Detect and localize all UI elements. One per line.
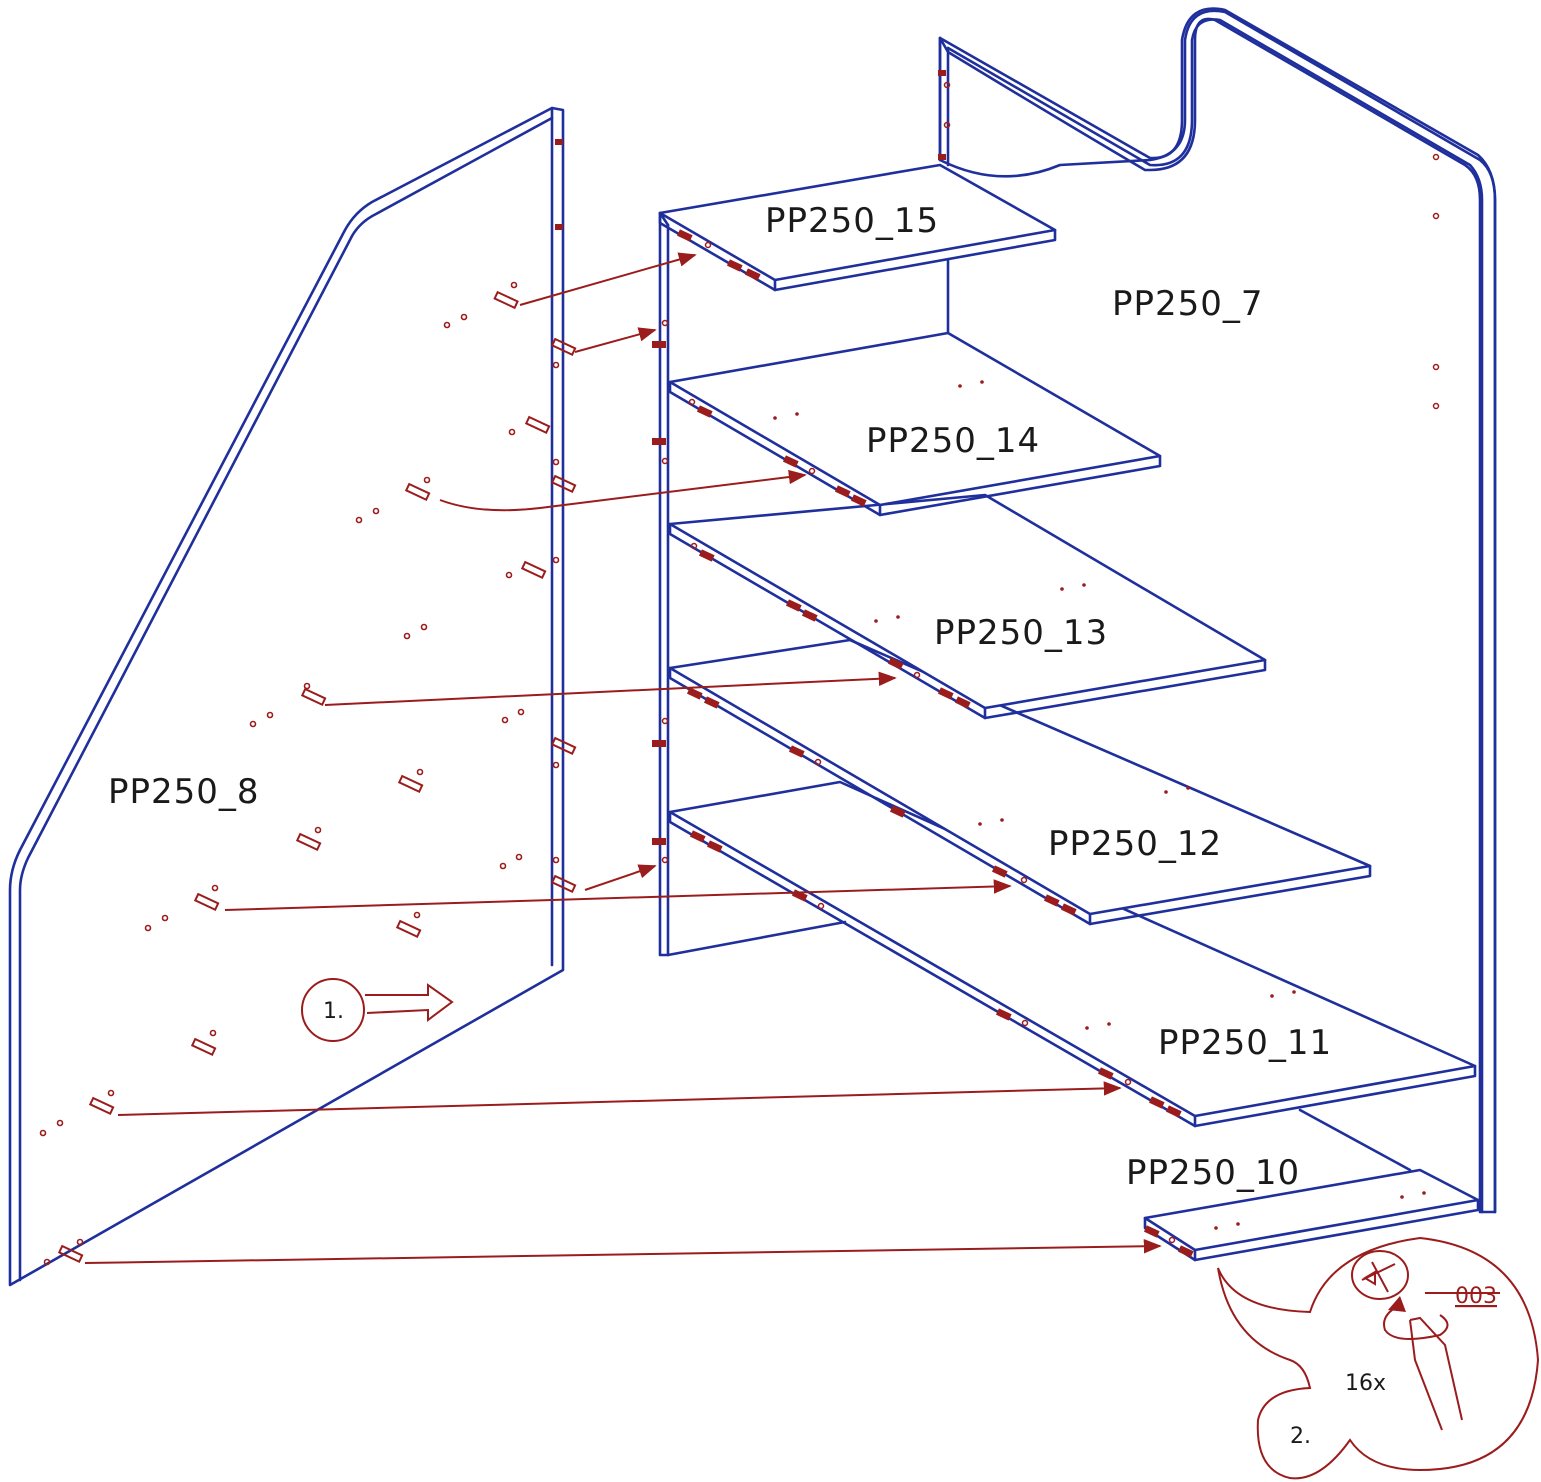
- label-pp250-12: PP250_12: [1048, 824, 1222, 864]
- label-pp250-10: PP250_10: [1126, 1153, 1300, 1193]
- hardware-group: [39, 70, 1440, 1266]
- shelf-pp250-11: [668, 780, 1477, 1128]
- step-2-callout: [1217, 1236, 1540, 1480]
- step-1-number: 1.: [323, 999, 344, 1024]
- step-1-callout: [301, 978, 454, 1042]
- step-2-number: 2.: [1290, 1424, 1311, 1449]
- screw-quantity: 16x: [1345, 1371, 1386, 1396]
- side-panel-left: [8, 106, 565, 1287]
- label-pp250-14: PP250_14: [866, 421, 1040, 461]
- label-pp250-8: PP250_8: [108, 772, 260, 812]
- side-panel-right: [938, 7, 1497, 1214]
- shelf-pp250-15: [658, 163, 1057, 292]
- screw-code: 003: [1455, 1284, 1497, 1309]
- shelf-pp250-12: [668, 638, 1372, 926]
- label-pp250-13: PP250_13: [934, 613, 1108, 653]
- label-pp250-7: PP250_7: [1112, 284, 1264, 324]
- label-pp250-11: PP250_11: [1158, 1023, 1332, 1063]
- shelf-pp250-10: [1143, 1108, 1480, 1262]
- shelf-pp250-14: [668, 331, 1162, 517]
- label-pp250-15: PP250_15: [765, 201, 939, 241]
